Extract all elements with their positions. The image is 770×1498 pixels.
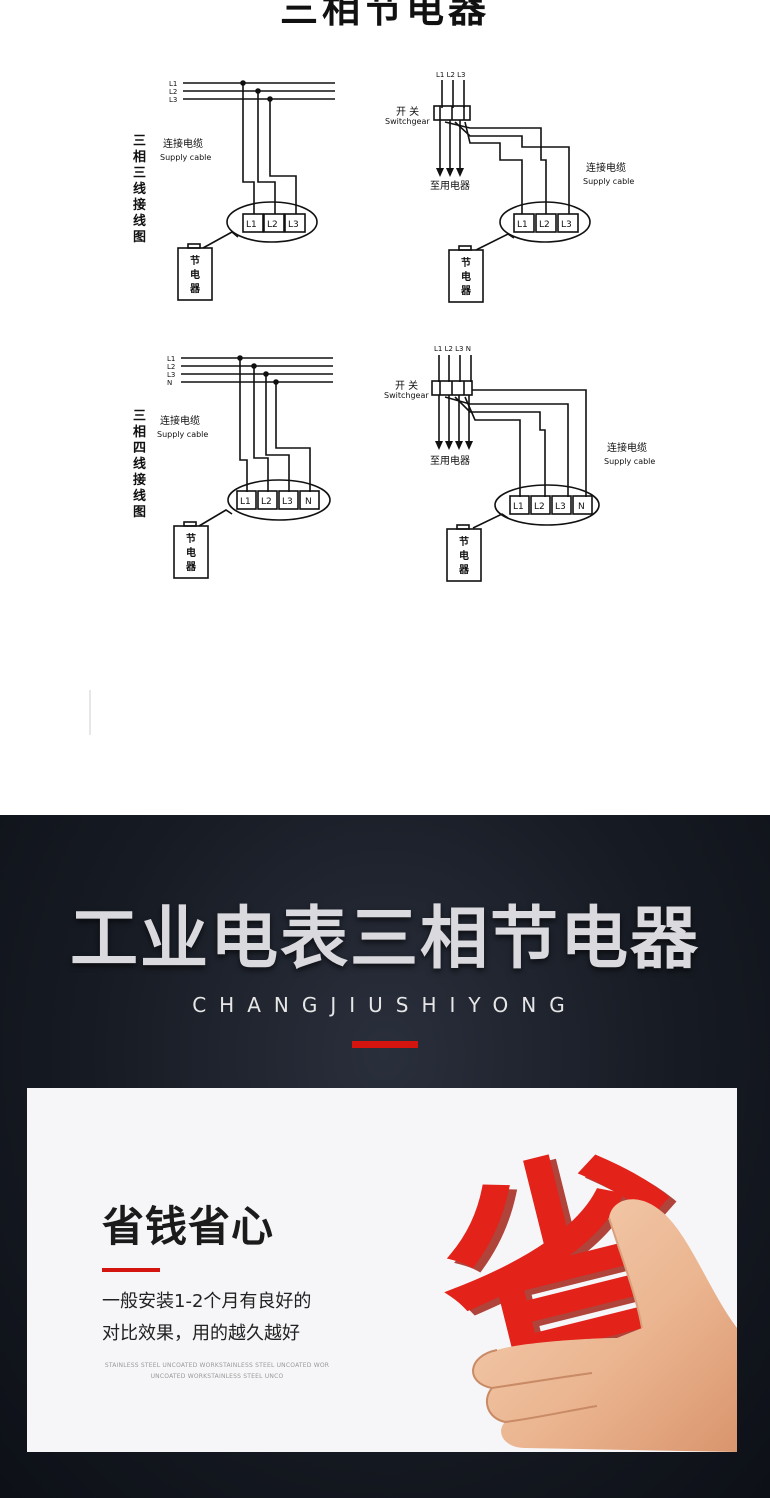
bus-label-l3: L3 (169, 96, 177, 104)
switch-label-cn: 开 关 (395, 379, 418, 392)
switch-label-en: Switchgear (385, 117, 430, 126)
bus-label-l2: L2 (167, 363, 175, 371)
side-label-char: 三 (133, 166, 146, 181)
device-char: 器 (458, 564, 470, 576)
cable-label-en: Supply cable (583, 177, 634, 186)
terminal-l1: L1 (240, 497, 251, 507)
side-label-char: 图 (133, 230, 146, 245)
bus-label-l3: L3 (167, 371, 175, 379)
device-char: 电 (459, 549, 469, 562)
wiring-section: 三相节电器 L1 L2 L3 L1 L2 L3 (89, 0, 656, 735)
card-description: 一般安装1-2个月有良好的 对比效果，用的越久越好 (102, 1286, 402, 1350)
terminal-n: N (305, 497, 312, 507)
terminal-l2: L2 (267, 220, 278, 230)
terminal-l3: L3 (282, 497, 293, 507)
terminal-l2: L2 (534, 502, 545, 512)
diagram-3p4w: L1 L2 L3 N L1 L2 L3 (133, 355, 333, 579)
side-label-char: 图 (133, 505, 146, 520)
device-char: 节 (461, 256, 471, 269)
accent-bar (352, 1041, 418, 1048)
diagram-switch-3w: L1 L2 L3 开 关 Switchgear 至用电器 (385, 71, 634, 303)
terminal-l1: L1 (246, 220, 257, 230)
hand-graphic (472, 1199, 737, 1452)
terminal-l2: L2 (539, 220, 550, 230)
hand-holding-character-illustration: 省 省 (413, 1109, 737, 1452)
card-accent-bar (102, 1268, 160, 1272)
device-char: 节 (186, 532, 196, 545)
bus-header: L1 L2 L3 (436, 71, 466, 79)
device-char: 电 (461, 270, 471, 283)
feature-card: 省钱省心 一般安装1-2个月有良好的 对比效果，用的越久越好 STAINLESS… (27, 1088, 737, 1452)
side-label-char: 相 (133, 149, 146, 165)
hero-subtitle: CHANGJIUSHIYONG (192, 993, 578, 1017)
load-label: 至用电器 (430, 454, 470, 467)
side-label-char: 接 (133, 197, 146, 213)
device-char: 节 (190, 254, 200, 267)
device-char: 器 (189, 283, 201, 295)
terminal-n: N (578, 502, 585, 512)
cable-label-cn: 连接电缆 (586, 161, 626, 174)
device-char: 电 (186, 546, 196, 559)
bus-label-l1: L1 (167, 355, 175, 363)
diagram-3p3w: L1 L2 L3 L1 L2 L3 (133, 80, 335, 301)
terminal-l3: L3 (561, 220, 572, 230)
terminal-l3: L3 (288, 220, 299, 230)
bus-label-n: N (167, 379, 172, 387)
terminal-l1: L1 (517, 220, 528, 230)
hero-section: 工业电表三相节电器 CHANGJIUSHIYONG 省钱省心 一般安装1-2个月… (0, 815, 770, 1498)
load-label: 至用电器 (430, 179, 470, 192)
terminal-l2: L2 (261, 497, 272, 507)
side-label-char: 线 (133, 456, 146, 472)
device-char: 器 (460, 285, 472, 297)
bus-label-l2: L2 (169, 88, 177, 96)
side-label-char: 线 (133, 213, 146, 229)
diagram-switch-4w: L1 L2 L3 N 开 关 Switchgear 至用电器 (384, 345, 655, 582)
terminal-l3: L3 (555, 502, 566, 512)
switch-label-cn: 开 关 (396, 105, 419, 118)
fine-print: STAINLESS STEEL UNCOATED WORKSTAINLESS S… (104, 1362, 330, 1380)
cable-label-en: Supply cable (157, 430, 208, 439)
wiring-diagrams: L1 L2 L3 L1 L2 L3 (89, 71, 655, 735)
side-label-char: 三 (133, 134, 146, 149)
card-desc-line: 一般安装1-2个月有良好的 (102, 1291, 312, 1312)
side-label-char: 接 (133, 472, 146, 488)
device-char: 器 (185, 561, 197, 573)
side-label-char: 三 (133, 409, 146, 424)
bus-header: L1 L2 L3 N (434, 345, 471, 353)
hero-title: 工业电表三相节电器 (69, 900, 700, 979)
side-label-char: 四 (133, 441, 146, 456)
device-char: 节 (459, 535, 469, 548)
card-desc-line: 对比效果，用的越久越好 (102, 1323, 300, 1344)
cable-label-cn: 连接电缆 (163, 137, 203, 150)
side-label-char: 相 (133, 424, 146, 440)
cable-label-cn: 连接电缆 (607, 441, 647, 454)
bus-label-l1: L1 (169, 80, 177, 88)
cable-label-cn: 连接电缆 (160, 414, 200, 427)
cable-label-en: Supply cable (160, 153, 211, 162)
terminal-l1: L1 (513, 502, 524, 512)
cable-label-en: Supply cable (604, 457, 655, 466)
side-label-char: 线 (133, 488, 146, 504)
card-title: 省钱省心 (102, 1202, 275, 1251)
switch-label-en: Switchgear (384, 391, 429, 400)
section-title: 三相节电器 (279, 0, 490, 31)
side-label-char: 线 (133, 181, 146, 197)
device-char: 电 (190, 268, 200, 281)
